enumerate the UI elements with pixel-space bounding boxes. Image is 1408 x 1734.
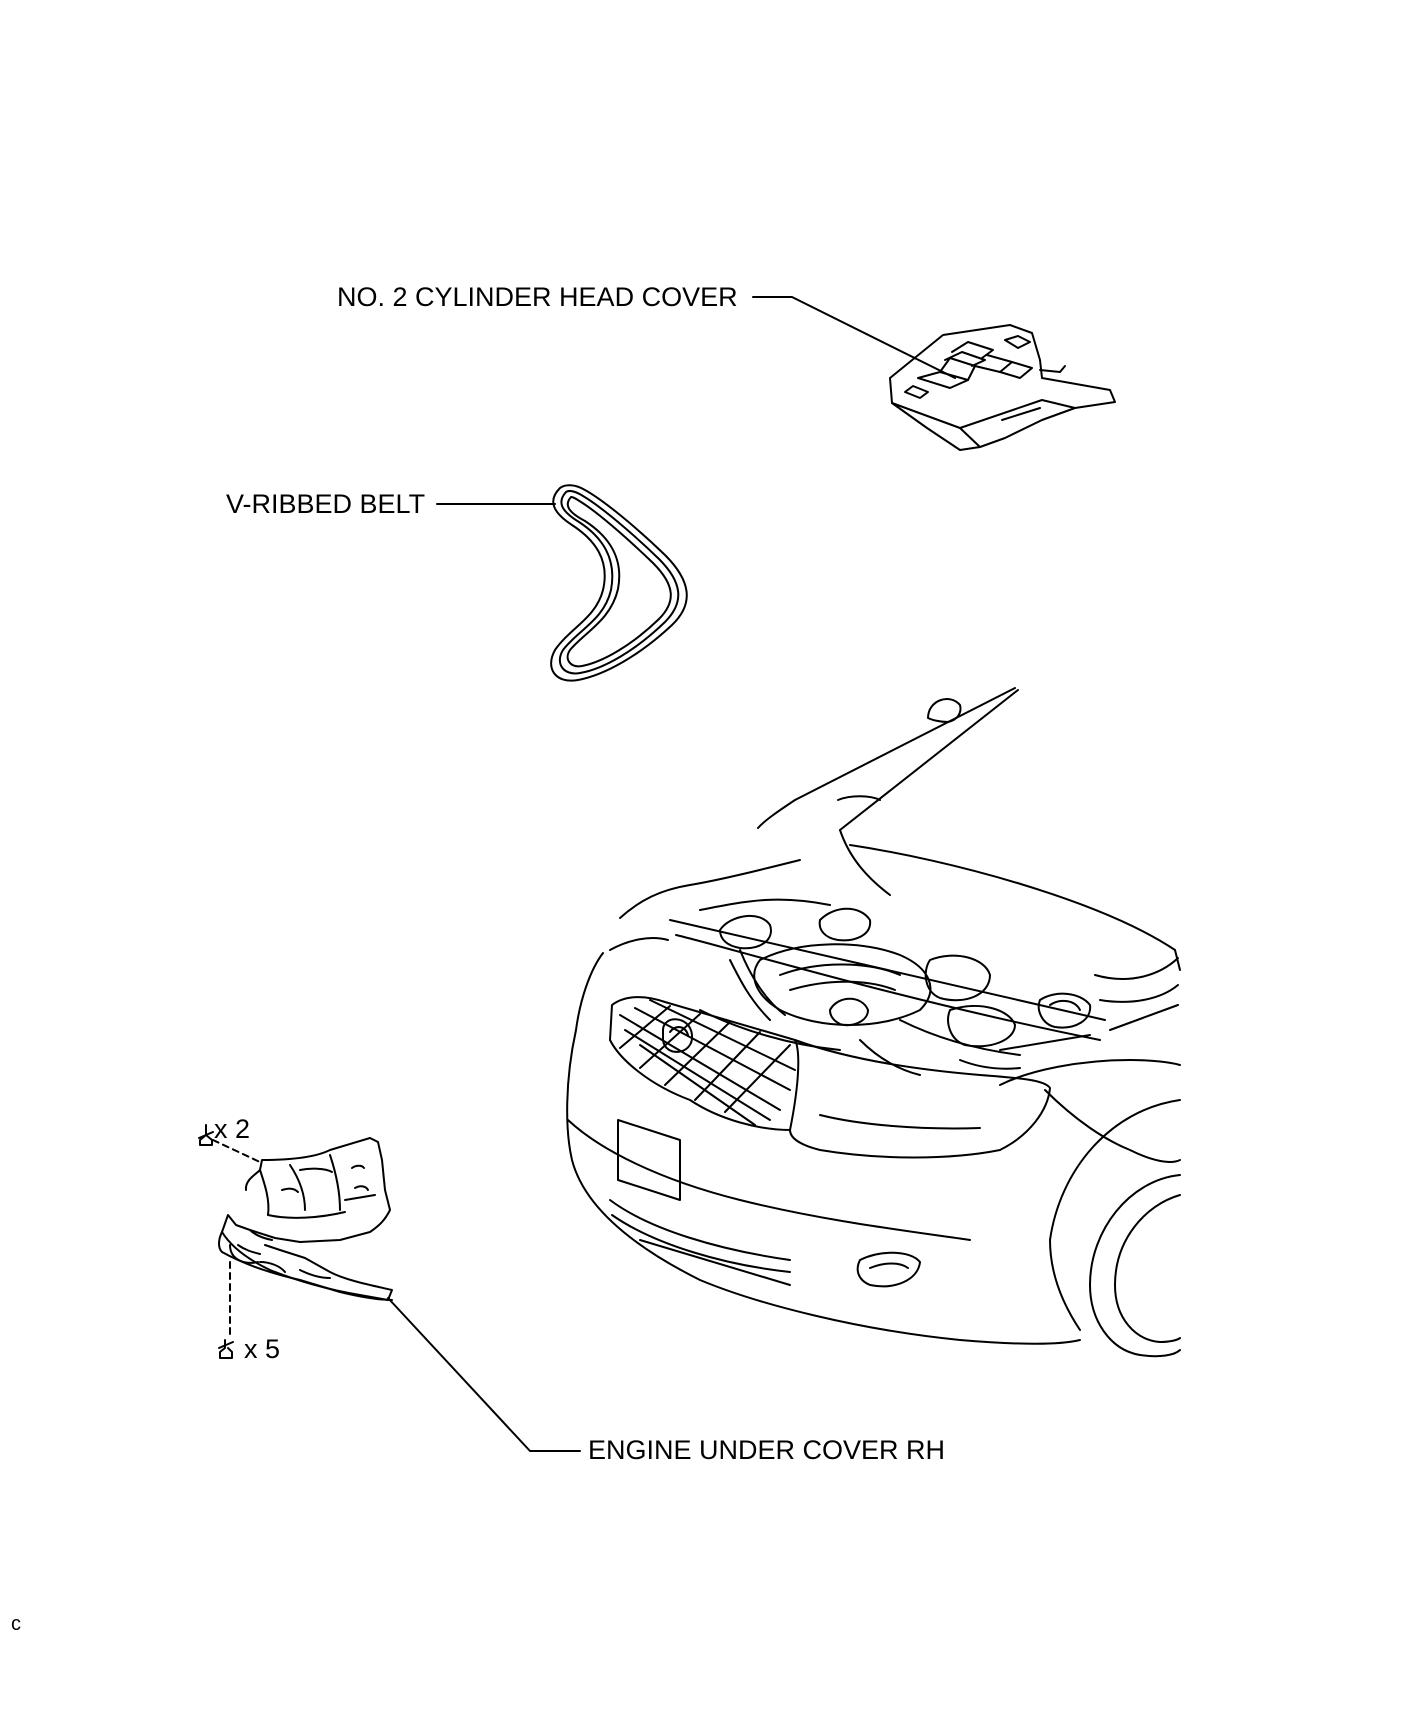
- v-ribbed-belt-drawing: [550, 484, 688, 682]
- vehicle-front-drawing: [566, 687, 1181, 1358]
- label-under-cover: ENGINE UNDER COVER RH: [588, 1435, 946, 1465]
- head-cover-leader-line: [752, 296, 956, 379]
- corner-mark: c: [11, 1613, 21, 1635]
- lower-clip-quantity: x 5: [244, 1334, 281, 1364]
- under-cover-leader-line: [387, 1297, 581, 1452]
- label-head-cover: NO. 2 CYLINDER HEAD COVER: [337, 282, 738, 312]
- cylinder-head-cover-drawing: [889, 324, 1116, 451]
- clip-guide-upper: [212, 1139, 263, 1164]
- engine-under-cover-drawing: [198, 1124, 393, 1359]
- label-belt: V-RIBBED BELT: [226, 489, 426, 519]
- upper-clip-quantity: x 2: [214, 1114, 251, 1144]
